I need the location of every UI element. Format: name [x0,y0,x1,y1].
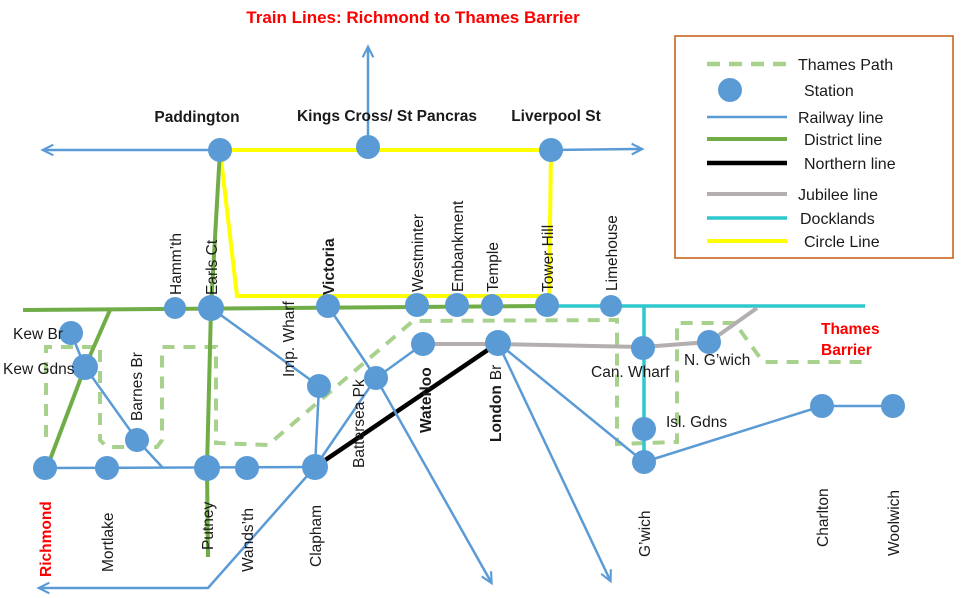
station-dot-richmond [33,456,57,480]
thames-path-line [44,317,862,449]
station-label-london-br-bold: London [488,385,505,442]
station-dot-london-br [485,330,511,356]
station-dot-woolwich [881,394,905,418]
station-dot-putney [194,455,220,481]
station-label-imp-wharf: Imp. Wharf [281,301,298,377]
railway-clapham-southwest-arrow [36,466,316,595]
station-label-london-br-suffix: Br [488,365,505,381]
station-label-charlton: Charlton [815,488,832,547]
railway-kew-branch [69,332,164,469]
legend-label-station: Station [804,83,854,100]
station-label-hammersmith: Hamm’th [168,233,185,295]
legend-label-railway: Railway line [798,110,883,127]
station-label-limehouse: Limehouse [604,215,621,291]
station-label-can-wharf: Can. Wharf [591,364,670,381]
station-label-paddington: Paddington [154,109,239,126]
station-label-westminster: Westminter [410,214,427,292]
railway-liverpool-st-east-arrow [550,142,645,156]
station-label-barnes-br: Barnes Br [129,352,146,421]
thames-barrier-label-line2: Barrier [821,342,872,359]
legend-label-jubilee: Jubilee line [798,187,878,204]
station-dot-hammersmith [164,297,186,319]
station-label-temple: Temple [485,242,502,292]
station-dot-charlton [810,394,834,418]
station-dot-westminster [405,293,429,317]
station-dot-mortlake [95,456,119,480]
station-label-clapham: Clapham [308,505,325,567]
station-dot-kew-br [59,321,83,345]
station-dot-gwich [632,450,656,474]
station-dot-earls-ct [198,295,224,321]
station-dot-kings-cross [356,135,380,159]
station-dot-paddington [208,138,232,162]
station-dot-wandsworth [235,456,259,480]
station-label-waterloo: Waterloo [418,367,435,433]
station-label-wandsworth: Wands’th [240,508,257,572]
station-dot-tower-hill [535,293,559,317]
station-dot-liverpool-st [539,138,563,162]
station-label-woolwich: Woolwich [886,490,903,556]
station-label-kew-gdns: Kew Gdns [3,361,75,378]
station-label-kew-br: Kew Br [13,326,63,343]
railway-londonbr-south-arrow [496,342,612,584]
station-label-mortlake: Mortlake [100,513,117,572]
station-label-kings-cross: Kings Cross/ St Pancras [297,108,477,125]
docklands-line [547,304,865,462]
railway-londonbr-gwich [497,342,645,463]
station-dot-battersea-pk [364,366,388,390]
legend-label-northern: Northern line [804,156,896,173]
station-dot-can-wharf [631,336,655,360]
legend: Thames Path Station Railway line Distric… [674,35,954,259]
railway-battersea-south-arrow [374,377,493,586]
northern-line [313,341,500,469]
railway-richmond-main [44,465,316,470]
station-label-london-br: London Br [488,365,505,442]
station-dot-kew-gdns [72,354,98,380]
station-label-victoria: Victoria [321,238,338,295]
station-label-putney: Putney [200,501,217,550]
legend-label-district: District line [804,132,882,149]
stations [33,135,905,481]
station-dot-embankment [445,293,469,317]
thames-barrier-label-line1: Thames [821,321,880,338]
station-label-tower-hill: Tower Hill [540,225,557,292]
station-dot-barnes-br [125,428,149,452]
station-label-embankment: Embankment [450,200,467,292]
station-label-n-gwich: N. G’wich [684,352,750,369]
station-dot-isl-gdns [632,417,656,441]
station-dot-temple [481,294,503,316]
legend-box [674,35,954,259]
station-label-earls-ct: Earls Ct [204,239,221,295]
legend-swatch-station [718,78,742,102]
station-dot-victoria [316,294,340,318]
legend-label-circle: Circle Line [804,234,880,251]
station-dot-limehouse [600,295,622,317]
legend-label-docklands: Docklands [800,211,875,228]
station-label-gwich: G’wich [637,510,654,557]
legend-label-thames-path: Thames Path [798,57,893,74]
station-label-richmond: Richmond [38,501,55,577]
station-dot-imp-wharf [307,374,331,398]
station-label-liverpool-st: Liverpool St [511,108,601,125]
station-dot-clapham [302,454,328,480]
station-label-battersea-pk: Battersea Pk [351,379,368,468]
station-dot-waterloo [411,332,435,356]
station-dot-n-gwich [697,330,721,354]
station-label-isl-gdns: Isl. Gdns [666,414,727,431]
map-title: Train Lines: Richmond to Thames Barrier [246,8,580,27]
